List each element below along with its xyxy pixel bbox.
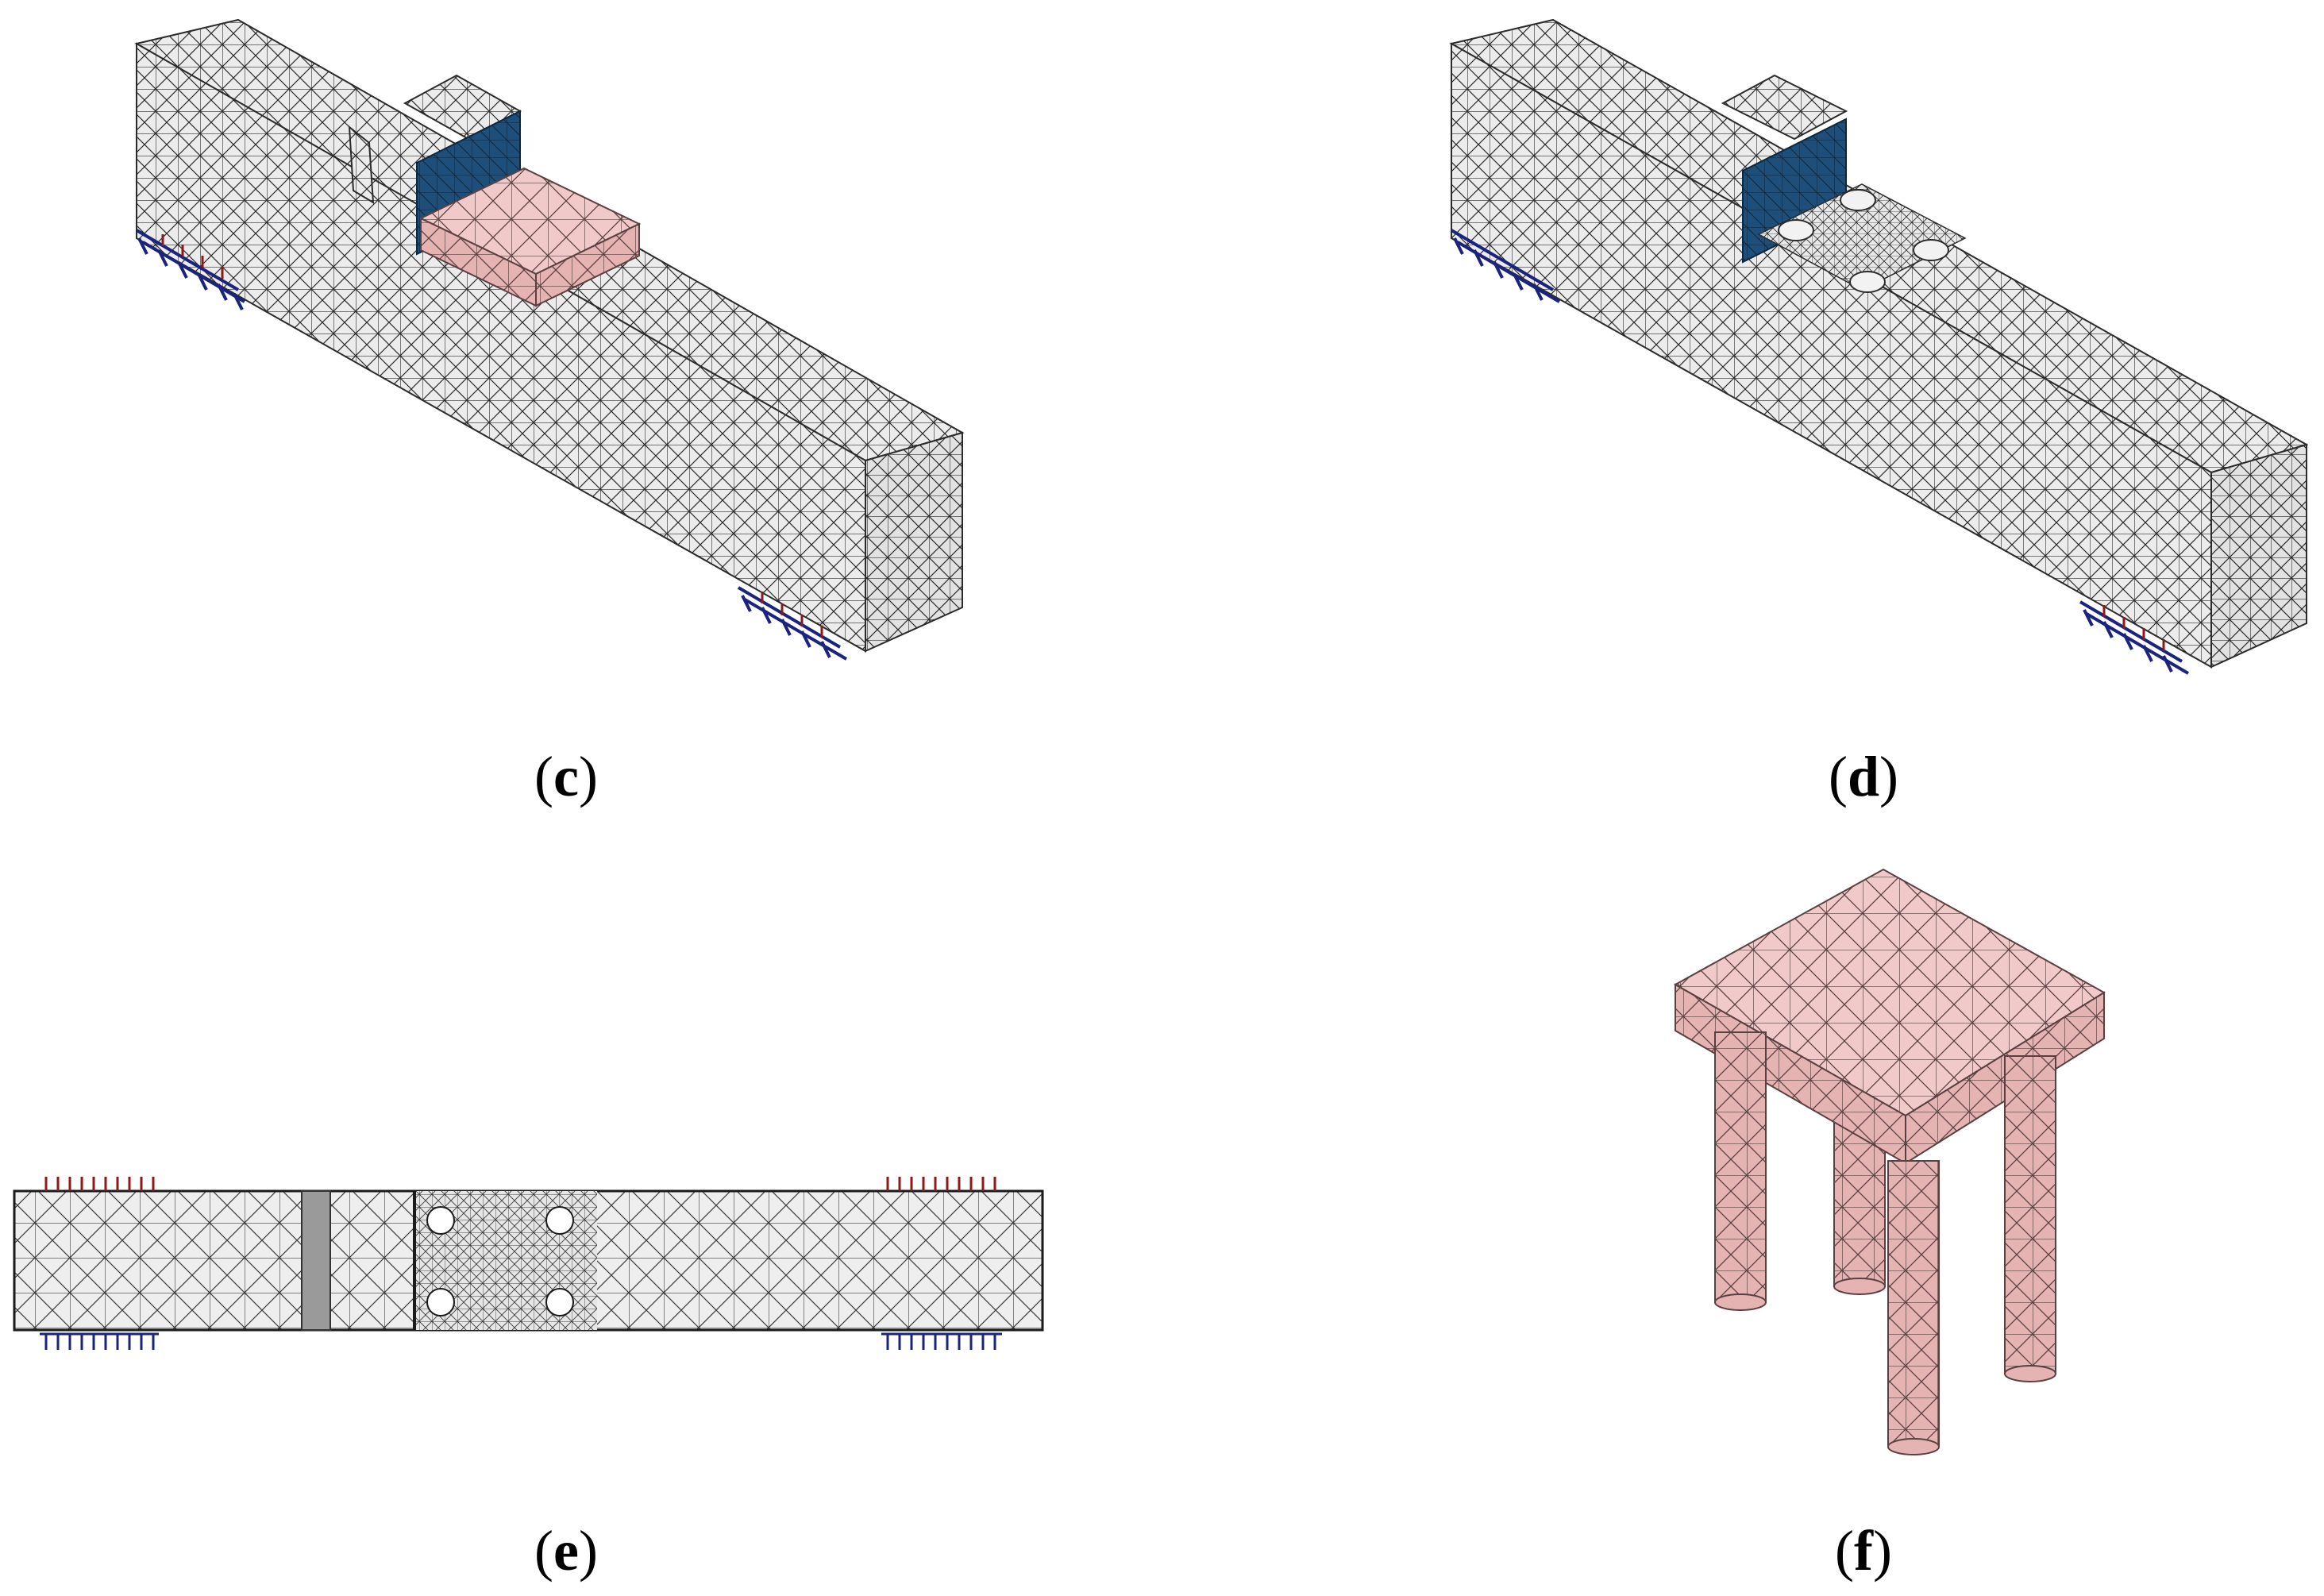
panel-f-label: (f) — [1835, 1519, 1892, 1583]
panel-d-label: (d) — [1829, 745, 1898, 808]
leg-f-left-foot — [1714, 1293, 1767, 1311]
leg-f-front-foot — [1887, 1438, 1940, 1455]
bolt-hole-d-3 — [1849, 271, 1886, 293]
support-c-left — [135, 229, 246, 310]
leg-f-front — [1887, 1160, 1940, 1448]
leg-f-back-foot — [1833, 1278, 1886, 1295]
load-e-right — [886, 1177, 996, 1191]
panel-e-label: (e) — [534, 1519, 598, 1583]
perforated-plate-d-region — [1757, 183, 1967, 291]
leg-f-right — [2004, 1055, 2056, 1374]
steel-plate-d-top — [1721, 74, 1848, 141]
load-c-left — [161, 234, 224, 279]
leg-f-right-foot — [2004, 1365, 2056, 1382]
bolt-hole-e-1 — [426, 1206, 455, 1235]
load-d-right — [2102, 605, 2165, 651]
leg-f-left — [1714, 1031, 1767, 1303]
bolt-hole-e-4 — [545, 1288, 574, 1317]
bolt-hole-d-4 — [1913, 239, 1949, 261]
bolt-hole-e-3 — [426, 1288, 455, 1317]
support-d-right — [2079, 600, 2190, 675]
stiffener-strip-e — [301, 1190, 331, 1331]
bolt-hole-d-1 — [1778, 219, 1814, 241]
panel-d-beam-model — [1449, 18, 2309, 675]
support-e-right — [881, 1332, 1002, 1350]
panel-e-plan-view — [13, 1177, 1044, 1350]
loading-pad-c-side — [535, 222, 640, 307]
support-c-right — [737, 586, 848, 661]
bolt-hole-e-2 — [545, 1206, 574, 1235]
panel-c-label: (c) — [534, 745, 598, 808]
support-d-left — [1450, 229, 1561, 303]
beam-c-end-face — [865, 431, 963, 653]
beam-d-end-face — [2210, 443, 2307, 669]
load-e-left — [44, 1177, 155, 1191]
panel-c-beam-model — [134, 18, 965, 661]
bolt-hole-d-2 — [1840, 189, 1876, 211]
load-c-right — [761, 592, 823, 638]
beam-c-notch-step — [348, 125, 375, 204]
panel-f-loading-stool — [1673, 868, 2106, 1455]
support-e-left — [40, 1332, 159, 1350]
